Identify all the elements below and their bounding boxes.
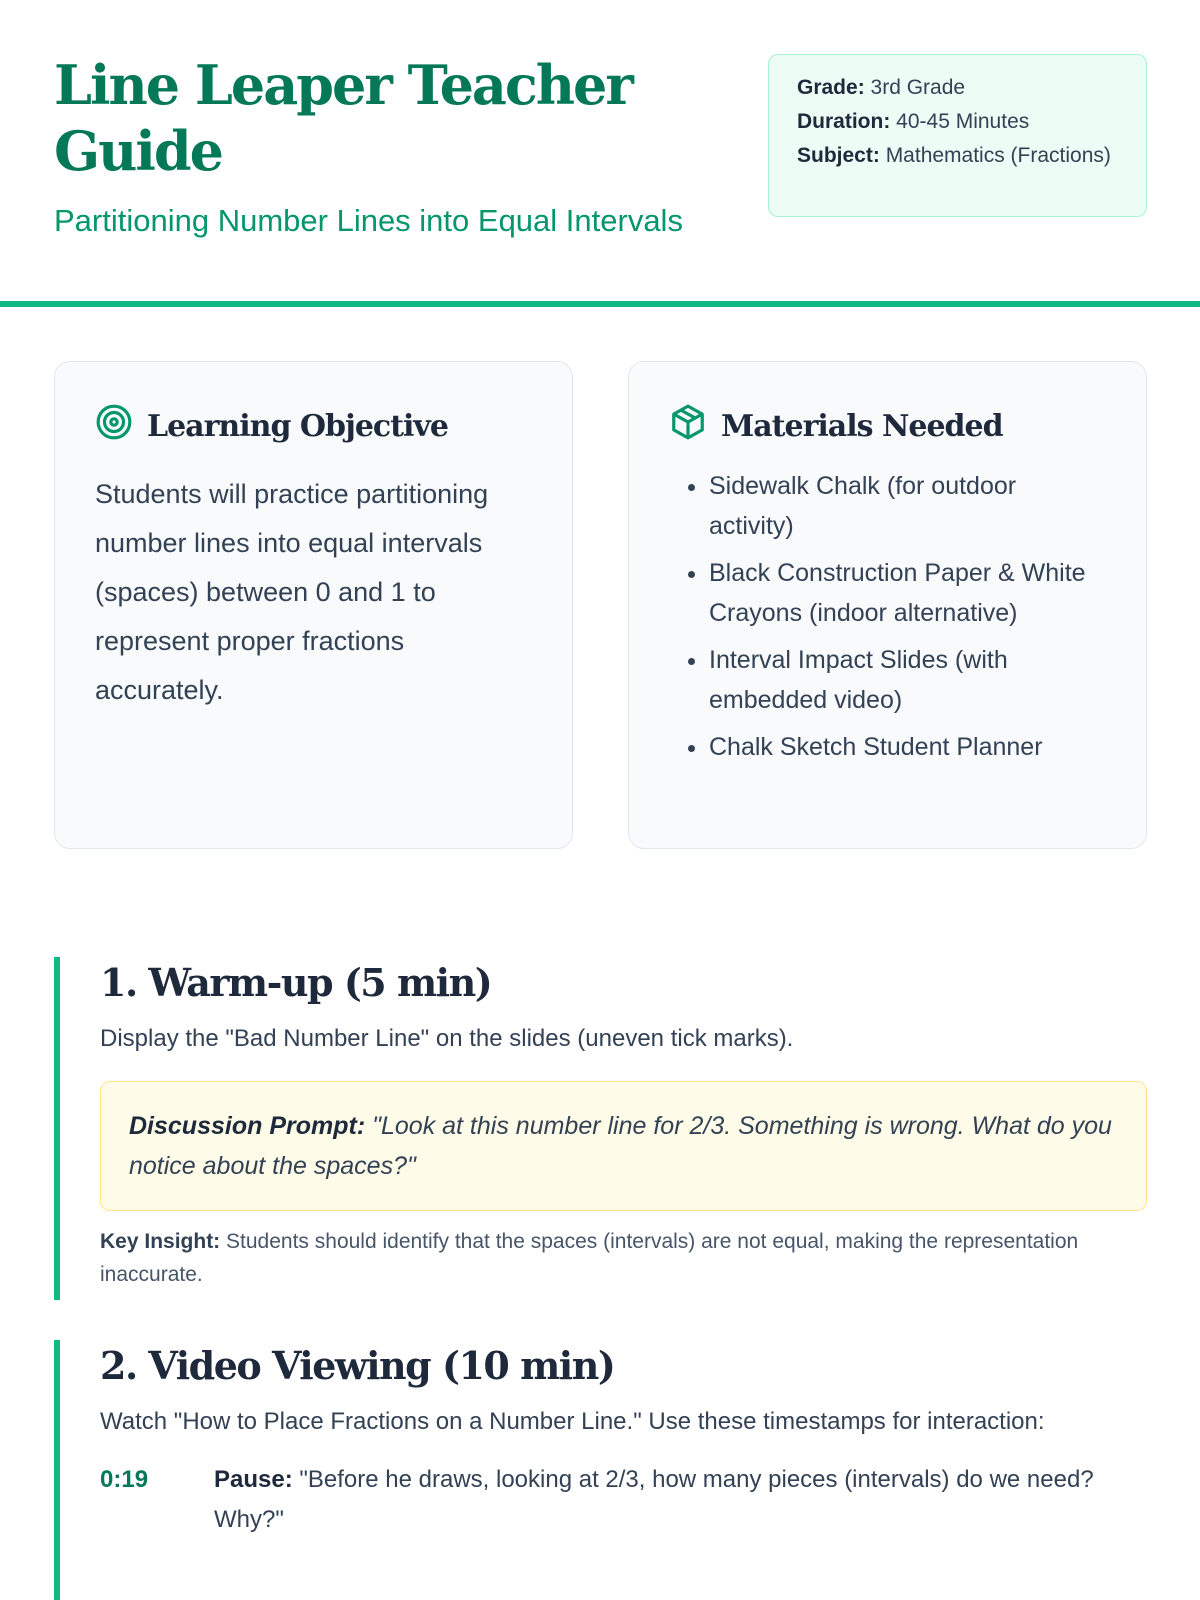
insight-text: Students should identify that the spaces… [100,1230,1079,1286]
learning-objective-card: Learning Objective Students will practic… [54,361,573,849]
objective-text: Students will practice partitioning numb… [95,479,489,705]
list-item: Sidewalk Chalk (for outdoor activity) [709,466,1106,546]
duration-label: Duration: [797,110,891,133]
prompt-text: "Look at this number line for 2/3. Somet… [129,1112,1112,1180]
discussion-prompt-box: Discussion Prompt: "Look at this number … [100,1081,1147,1211]
prompt-label: Discussion Prompt: [129,1112,366,1140]
timestamp-label: Pause: [214,1466,293,1493]
timestamp-text: "Before he draws, looking at 2/3, how ma… [214,1466,1094,1533]
box-icon [669,403,707,449]
target-icon [95,403,133,449]
insight-label: Key Insight: [100,1230,221,1253]
key-insight: Key Insight: Students should identify th… [100,1225,1147,1291]
subject-value: Mathematics (Fractions) [885,144,1111,167]
section-text: Display the "Bad Number Line" on the sli… [100,1025,794,1052]
section-text: Watch "How to Place Fractions on a Numbe… [100,1408,1045,1435]
section-video-viewing: 2. Video Viewing (10 min) Watch "How to … [54,1340,1147,1600]
timestamp-row: 0:19 Pause: "Before he draws, looking at… [100,1460,1147,1540]
materials-card: Materials Needed Sidewalk Chalk (for out… [628,361,1147,849]
header-divider [0,301,1200,307]
duration-value: 40-45 Minutes [896,110,1030,133]
lesson-info-box: Grade: 3rd Grade Duration: 40-45 Minutes… [768,54,1147,217]
section-title: 2. Video Viewing (10 min) [100,1343,616,1388]
page-subtitle: Partitioning Number Lines into Equal Int… [54,203,683,238]
timestamp: 0:19 [100,1466,149,1493]
materials-title: Materials Needed [721,408,1004,444]
list-item: Black Construction Paper & White Crayons… [709,553,1106,633]
section-warm-up: 1. Warm-up (5 min) Display the "Bad Numb… [54,957,1147,1300]
list-item: Interval Impact Slides (with embedded vi… [709,640,1106,720]
subject-label: Subject: [797,144,880,167]
grade-value: 3rd Grade [870,76,966,99]
materials-list: Sidewalk Chalk (for outdoor activity) Bl… [669,466,1106,767]
grade-label: Grade: [797,76,865,99]
page-title: Line Leaper Teacher Guide [54,53,634,183]
section-title: 1. Warm-up (5 min) [100,960,493,1005]
objective-title: Learning Objective [147,408,449,444]
list-item: Chalk Sketch Student Planner [709,727,1106,767]
